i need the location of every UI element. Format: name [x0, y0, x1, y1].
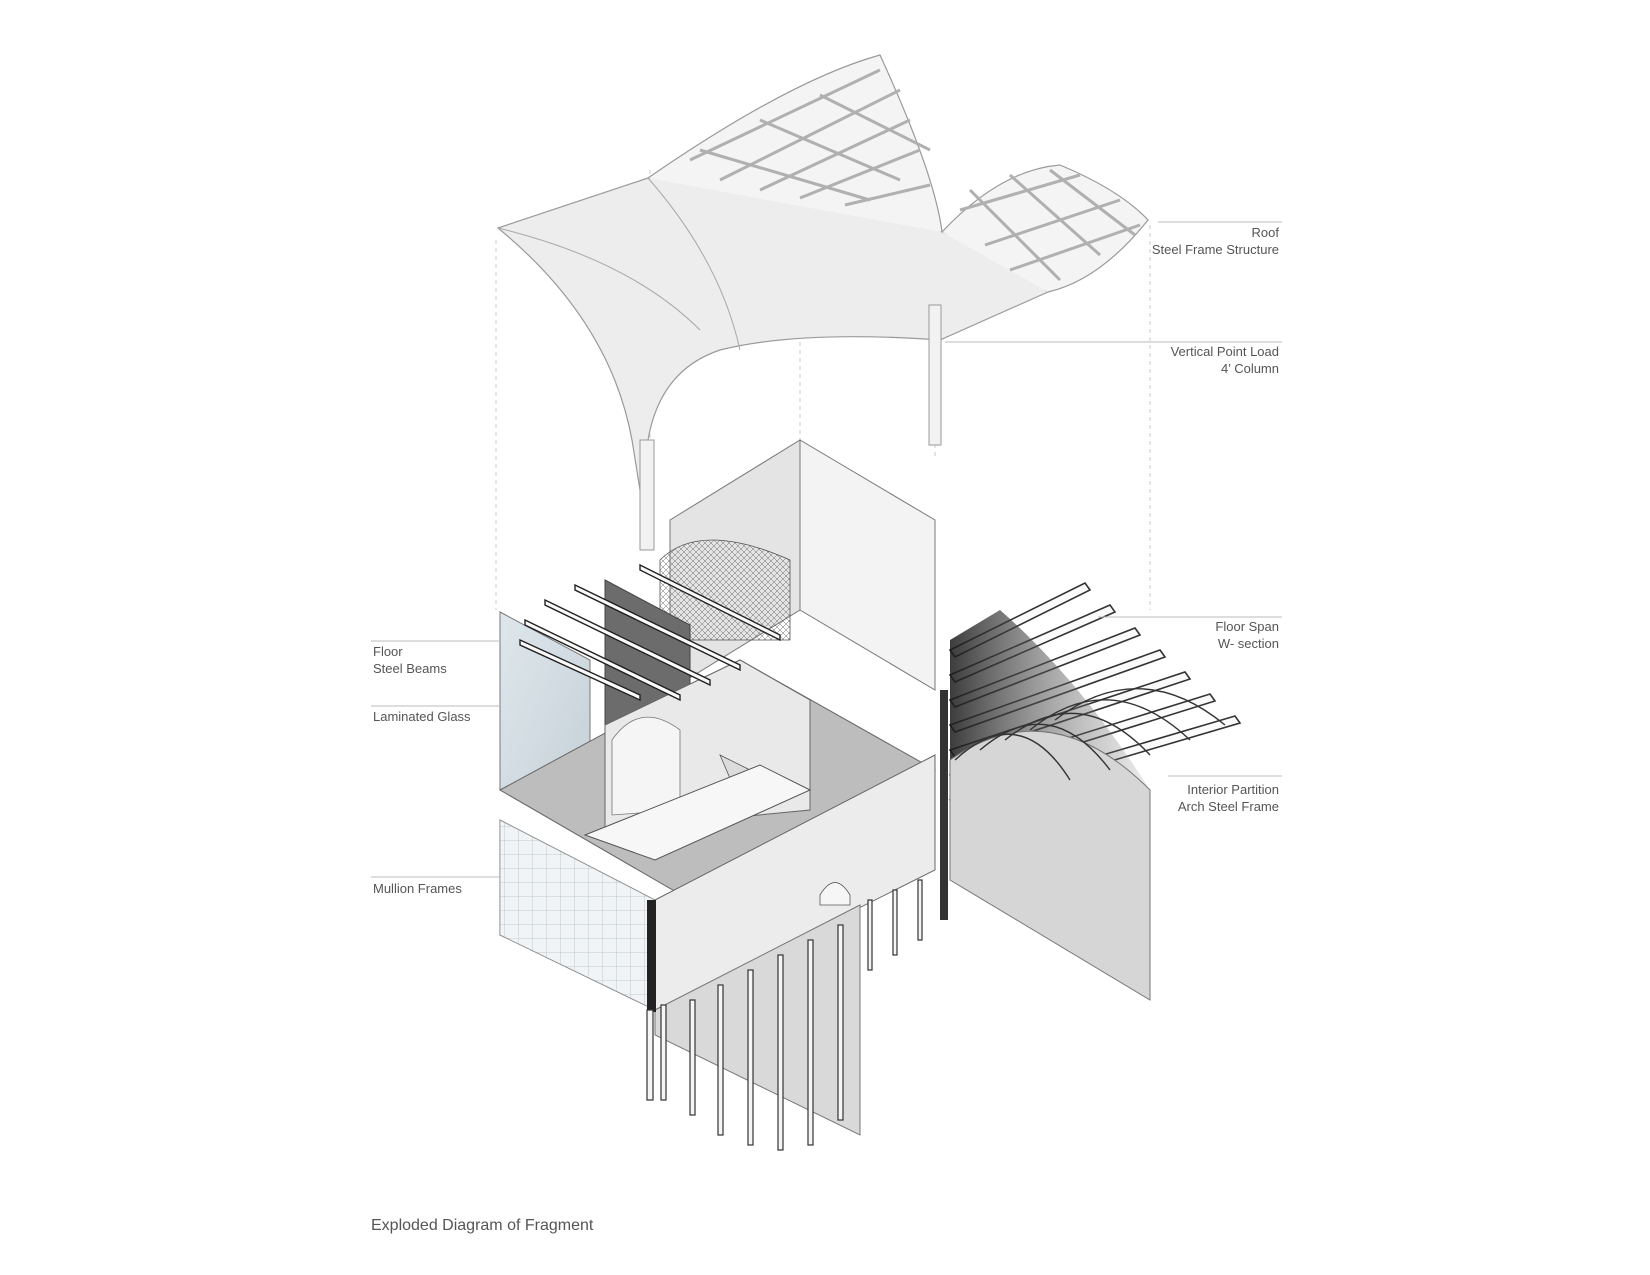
main-volume	[498, 439, 948, 1136]
piles	[646, 879, 923, 1151]
diagram-caption: Exploded Diagram of Fragment	[371, 1217, 594, 1234]
label-glass: Laminated Glass	[373, 709, 471, 724]
label-column: Vertical Point Load 4’ Column	[1170, 344, 1279, 376]
label-roof: Roof Steel Frame Structure	[1151, 225, 1279, 257]
label-partition: Interior Partition Arch Steel Frame	[1177, 782, 1279, 814]
floor-steel-beams	[519, 563, 781, 702]
label-floor-span: Floor Span W- section	[1215, 619, 1279, 651]
label-mullion: Mullion Frames	[373, 881, 462, 896]
arch-steel-frame	[949, 610, 1226, 1001]
leader-lines	[371, 221, 1282, 878]
label-floor-beams: Floor Steel Beams	[373, 644, 447, 676]
roof-structure	[496, 54, 1149, 551]
